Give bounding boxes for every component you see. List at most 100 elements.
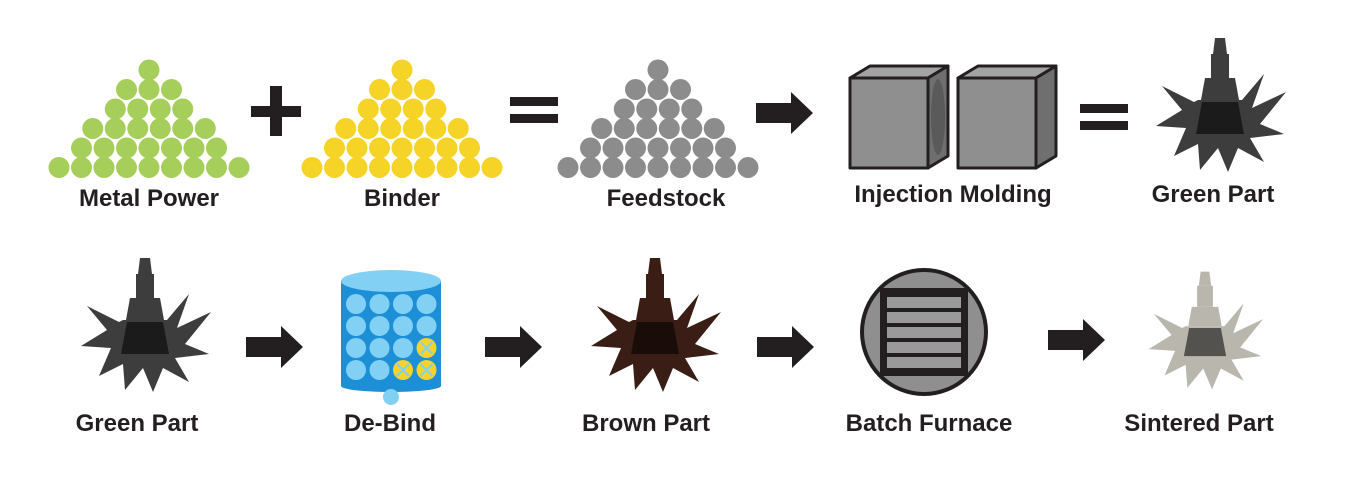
particle <box>715 137 736 159</box>
particle <box>48 157 70 178</box>
particle <box>447 118 469 139</box>
particle <box>402 118 424 139</box>
metal-powder-pile-icon <box>48 59 250 178</box>
arrow-right-icon <box>1048 319 1105 361</box>
particle <box>647 59 669 81</box>
particle <box>425 118 447 139</box>
injection-mold-icon <box>848 64 1058 170</box>
particle <box>206 157 227 178</box>
particle <box>346 157 368 178</box>
particle <box>335 118 357 139</box>
particle <box>692 157 714 178</box>
particle <box>715 157 736 178</box>
particle <box>436 137 458 159</box>
particle <box>391 79 413 100</box>
fluid-particle <box>369 316 390 336</box>
particle <box>414 157 435 178</box>
fluid-particle <box>416 316 437 336</box>
particle <box>414 137 435 159</box>
particle <box>703 118 725 139</box>
green-part-impeller-icon <box>81 258 211 392</box>
sintered-part-impeller-icon <box>1148 271 1264 390</box>
fluid-particle <box>416 294 437 314</box>
binder-label: Binder <box>363 185 441 212</box>
particle <box>161 137 182 159</box>
particle <box>357 118 379 139</box>
particle <box>613 98 635 120</box>
particle <box>602 137 624 159</box>
particle <box>104 118 126 139</box>
particle <box>172 118 194 139</box>
binder-pile-icon <box>301 59 503 178</box>
feedstock-pile-icon <box>557 59 759 178</box>
injection-molding-label: Injection Molding <box>854 181 1052 208</box>
fluid-particle <box>346 360 366 380</box>
particle <box>625 157 646 178</box>
particle <box>692 137 714 159</box>
particle <box>138 157 160 178</box>
particle <box>161 157 182 178</box>
particle <box>647 137 669 159</box>
particle <box>647 157 669 178</box>
brown-part-impeller-icon <box>591 258 721 392</box>
feedstock-label: Feedstock <box>606 185 726 212</box>
particle <box>183 137 205 159</box>
particle <box>681 118 703 139</box>
arrow-right-icon <box>756 92 813 134</box>
particle <box>172 98 194 120</box>
particle <box>625 79 646 100</box>
plus-icon <box>251 86 301 136</box>
particle <box>425 98 447 120</box>
particle <box>93 157 115 178</box>
particle <box>380 98 402 120</box>
particle <box>380 118 402 139</box>
particle <box>414 79 435 100</box>
particle <box>71 137 92 159</box>
arrow-right-icon <box>757 326 814 368</box>
green-part-impeller-icon <box>1156 38 1286 172</box>
particle <box>161 79 182 100</box>
particle <box>104 98 126 120</box>
particle <box>116 157 137 178</box>
fluid-particle <box>346 338 366 358</box>
particle <box>138 79 160 100</box>
particle <box>613 118 635 139</box>
fluid-particle <box>346 294 366 314</box>
equals-icon <box>510 97 558 123</box>
particle <box>459 137 480 159</box>
brown-part-label: Brown Part <box>581 410 711 437</box>
removed-binder-mark <box>396 363 410 377</box>
sintered-part-label: Sintered Part <box>1124 410 1274 437</box>
removed-binder-mark <box>419 341 434 355</box>
particle <box>194 118 216 139</box>
particle <box>391 59 413 81</box>
particle <box>557 157 579 178</box>
particle <box>737 157 759 178</box>
particle <box>369 79 390 100</box>
particle <box>459 157 480 178</box>
particle <box>357 98 379 120</box>
particle <box>228 157 250 178</box>
green-part-label: Green Part <box>1151 181 1275 208</box>
particle <box>369 157 390 178</box>
fluid-particle <box>369 360 390 380</box>
particle <box>93 137 115 159</box>
debind-label: De-Bind <box>344 410 436 437</box>
particle <box>138 59 160 81</box>
fluid-particle <box>369 338 390 358</box>
fluid-particle <box>393 338 413 358</box>
green-part-label: Green Part <box>75 410 199 437</box>
particle <box>206 137 227 159</box>
particle <box>481 157 503 178</box>
particle <box>636 118 658 139</box>
particle <box>71 157 92 178</box>
particle <box>402 98 424 120</box>
particle <box>369 137 390 159</box>
fluid-particle <box>369 294 390 314</box>
particle <box>436 157 458 178</box>
particle <box>324 137 345 159</box>
removed-binder-mark <box>419 363 434 377</box>
particle <box>591 118 613 139</box>
particle <box>670 137 691 159</box>
